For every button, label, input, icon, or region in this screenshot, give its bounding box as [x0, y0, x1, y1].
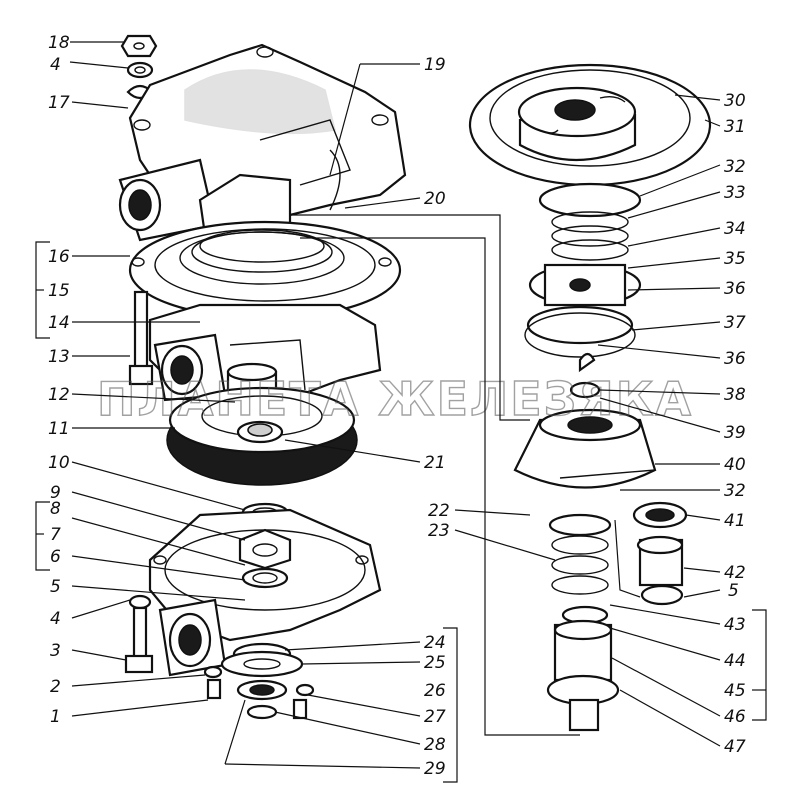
- label-16: 16: [48, 247, 70, 267]
- label-10: 10: [48, 453, 70, 473]
- label-45: 45: [724, 681, 746, 701]
- spring-assembly: [524, 182, 642, 399]
- diaphragm-ring: [128, 220, 402, 320]
- cover-30: [468, 63, 712, 187]
- bolt-3: [124, 594, 154, 674]
- label-32-top: 32: [724, 157, 746, 177]
- label-38: 38: [724, 385, 746, 405]
- label-14: 14: [48, 313, 70, 333]
- label-13: 13: [48, 347, 70, 367]
- label-21: 21: [424, 453, 446, 473]
- diaphragm-disc: [166, 386, 358, 486]
- label-42: 42: [724, 563, 746, 583]
- label-24: 24: [424, 633, 446, 653]
- label-30: 30: [724, 91, 746, 111]
- label-5-right: 5: [728, 581, 739, 601]
- label-46: 46: [724, 707, 746, 727]
- label-27: 27: [424, 707, 446, 727]
- label-34: 34: [724, 219, 746, 239]
- bottom-valve-parts: [203, 642, 315, 720]
- label-35: 35: [724, 249, 746, 269]
- label-26: 26: [424, 681, 446, 701]
- label-6: 6: [50, 547, 61, 567]
- label-32-bottom: 32: [724, 481, 746, 501]
- label-29: 29: [424, 759, 446, 779]
- label-8: 8: [50, 499, 61, 519]
- label-2: 2: [50, 677, 61, 697]
- label-41: 41: [724, 511, 746, 531]
- label-17: 17: [48, 93, 70, 113]
- label-37: 37: [724, 313, 746, 333]
- label-18: 18: [48, 33, 70, 53]
- part-labels: 18 4 17 16 15 14 13 12 11 10 9 8 7 6 5 4…: [48, 33, 746, 779]
- label-4-bottom: 4: [50, 609, 61, 629]
- middle-housing: [128, 290, 382, 402]
- label-5-left: 5: [50, 577, 61, 597]
- label-43: 43: [724, 615, 746, 635]
- label-36-top: 36: [724, 279, 746, 299]
- label-12: 12: [48, 385, 70, 405]
- label-20: 20: [424, 189, 446, 209]
- seat-40: [513, 408, 657, 489]
- label-33: 33: [724, 183, 746, 203]
- leader-lines: [35, 41, 767, 783]
- label-40: 40: [724, 455, 746, 475]
- label-39: 39: [724, 423, 746, 443]
- spring-stack-45: [546, 513, 620, 732]
- plug-41-42: [632, 501, 688, 606]
- label-15: 15: [48, 281, 70, 301]
- lower-housing: [148, 508, 382, 677]
- label-9: 9: [50, 483, 61, 503]
- label-36-bottom: 36: [724, 349, 746, 369]
- label-22: 22: [428, 501, 450, 521]
- label-4-top: 4: [50, 55, 61, 75]
- label-44: 44: [724, 651, 746, 671]
- label-28: 28: [424, 735, 446, 755]
- label-11: 11: [48, 419, 70, 439]
- label-1: 1: [50, 707, 61, 727]
- label-7: 7: [50, 525, 61, 545]
- label-47: 47: [724, 737, 746, 757]
- label-25: 25: [424, 653, 446, 673]
- label-19: 19: [424, 55, 446, 75]
- label-23: 23: [428, 521, 450, 541]
- watermark-text: ПЛАНЕТА ЖЕЛЕЗЯКА: [97, 372, 693, 426]
- label-3: 3: [50, 641, 61, 661]
- label-31: 31: [724, 117, 746, 137]
